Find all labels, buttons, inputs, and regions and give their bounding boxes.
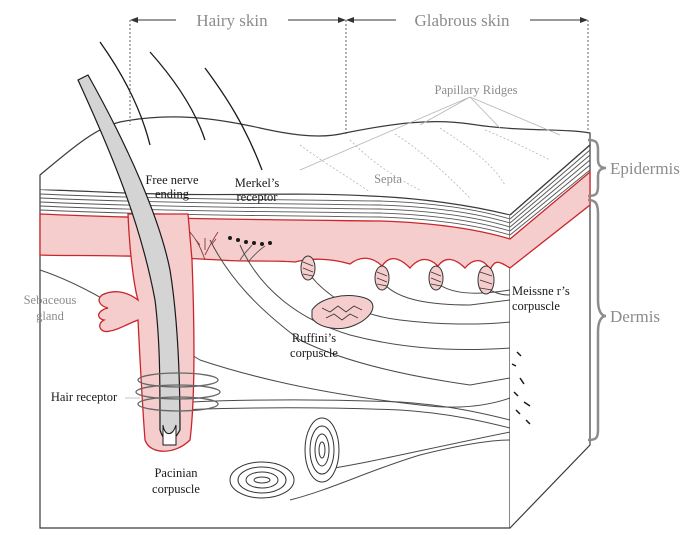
epidermis-lines-right [509, 149, 591, 236]
hair-shaft-1 [99, 41, 151, 146]
free-nerve-ending-label-line2: ending [155, 187, 190, 201]
ruffini-label-line1: Ruffini’s [292, 331, 336, 345]
hair-bulb [162, 424, 177, 446]
labels: Hairy skin Glabrous skin Epidermis Dermi… [24, 11, 680, 496]
glabrous-skin-label: Glabrous skin [415, 11, 510, 30]
merkel-label-line1: Merkel’s [235, 176, 280, 190]
epidermis-brace [587, 138, 607, 198]
hair-receptor-label: Hair receptor [51, 390, 118, 404]
merkel-label-line2: receptor [237, 190, 279, 204]
meissner-label-line2: corpuscle [512, 299, 560, 313]
hair-shaft-2 [149, 51, 206, 141]
sebaceous-label-line2: gland [36, 309, 65, 323]
leader-lines [125, 96, 561, 399]
pacinian-label-line2: corpuscle [152, 482, 200, 496]
hair-shaft-3 [204, 67, 263, 171]
pacinian-label-line1: Pacinian [154, 466, 198, 480]
merkel-fiber [239, 244, 266, 263]
dermis-label: Dermis [610, 307, 660, 326]
dermis-brace [587, 198, 607, 442]
pacinian-corpuscle-2 [304, 417, 340, 483]
septa-label: Septa [374, 172, 402, 186]
merkel-receptor-discs [228, 236, 272, 246]
meissner-label-line1: Meissne r’s [512, 284, 570, 298]
ruffini-endings [321, 305, 363, 321]
hairy-skin-label: Hairy skin [196, 11, 268, 30]
free-nerve-ending-tree [189, 231, 219, 261]
meissner-coils [302, 261, 493, 291]
scattered-nerve-endings [511, 351, 531, 425]
ruffini-corpuscle [311, 295, 374, 329]
free-nerve-ending-label-line1: Free nerve [145, 173, 199, 187]
pacinian-corpuscle-1 [229, 461, 295, 499]
sebaceous-label-line1: Sebaceous [24, 293, 77, 307]
ruffini-label-line2: corpuscle [290, 346, 338, 360]
layer-braces [587, 138, 607, 442]
region-arrowheads [130, 17, 588, 23]
region-guides [129, 20, 589, 134]
hair-receptor-coil [135, 372, 221, 412]
papillary-ridges-label: Papillary Ridges [435, 83, 518, 97]
hair-shafts [99, 41, 263, 171]
epidermis-label: Epidermis [610, 159, 680, 178]
